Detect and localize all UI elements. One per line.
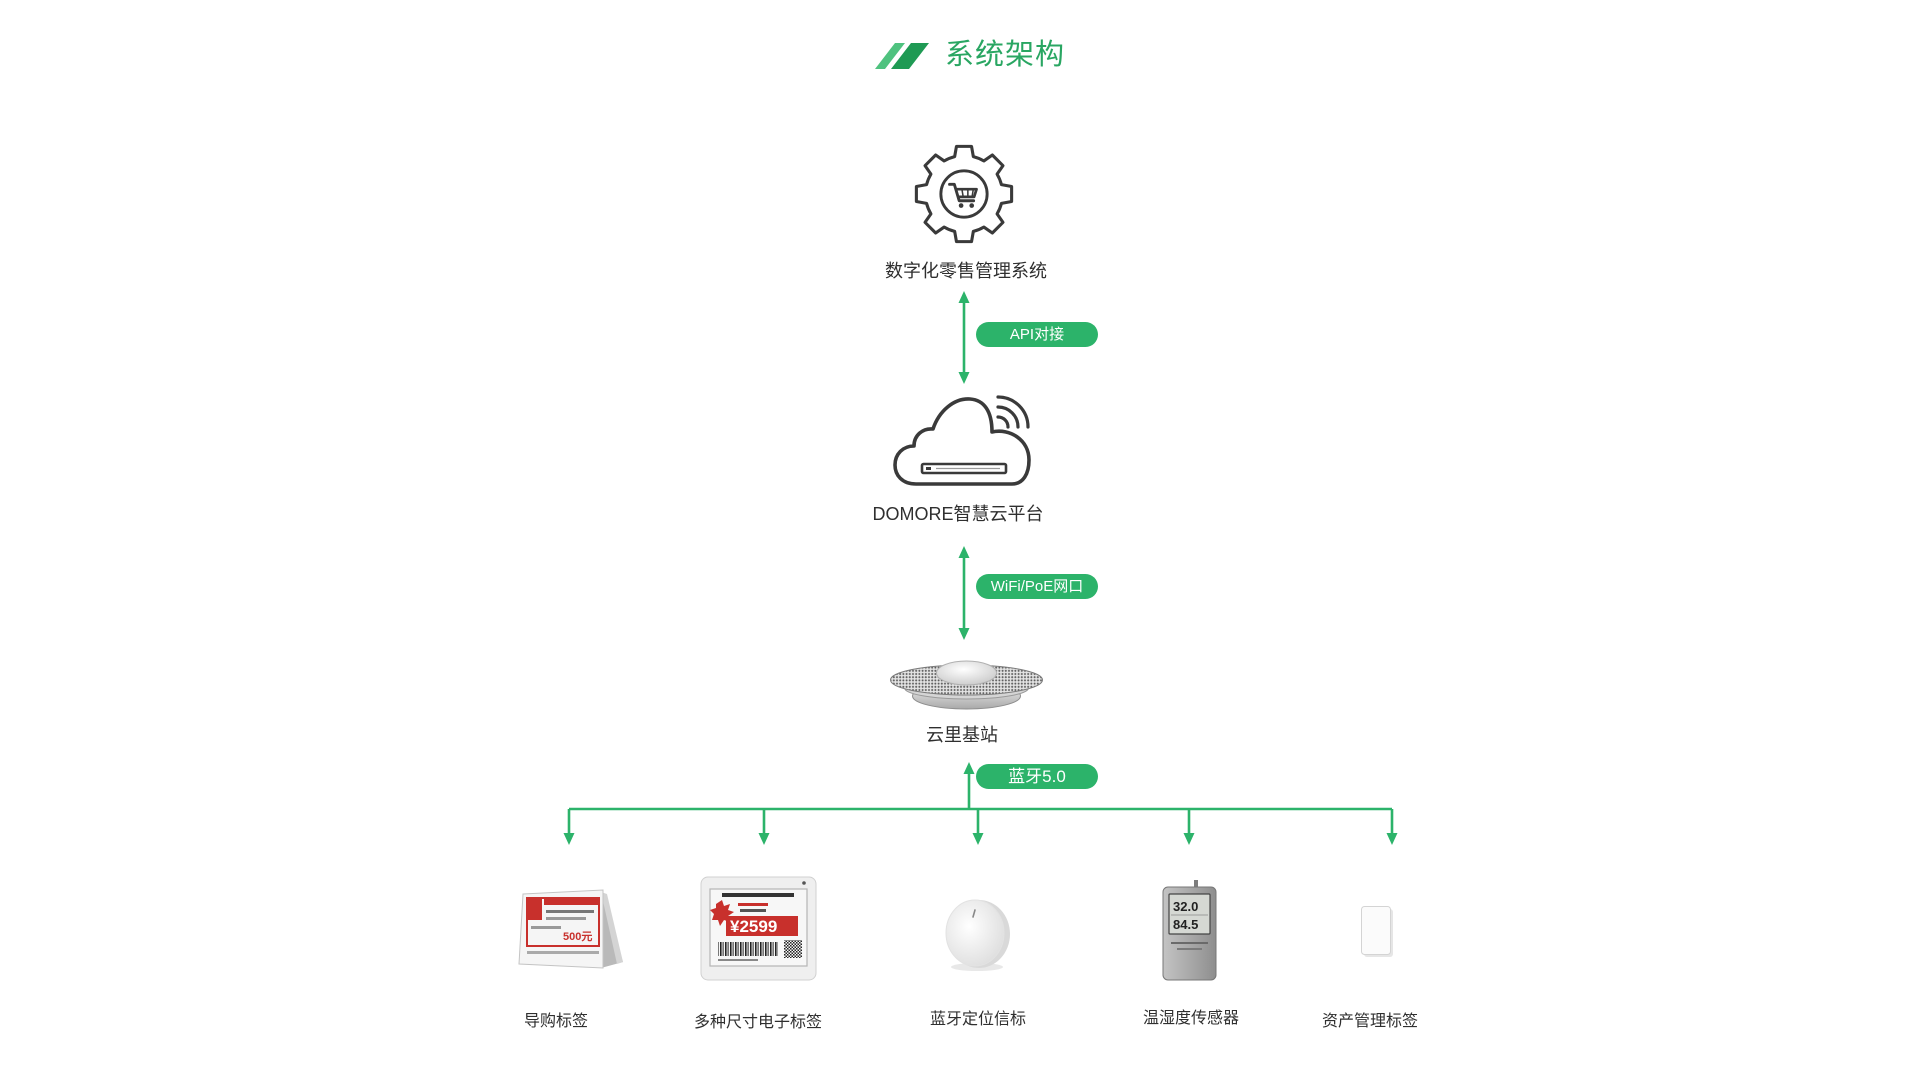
wifi-arc-small [996,415,1010,429]
label-led [802,881,806,885]
drop-head-4 [1386,833,1398,845]
wifi-signal-icon [996,395,1030,429]
qr-code [784,940,802,958]
screen-text-line [738,903,768,906]
cart-wheel-left [958,203,964,208]
e-paper-label-icon: ¥2599 [700,876,817,981]
sensor-reading-temperature: 32.0 [1173,899,1198,914]
base-station-icon [890,660,1043,710]
cloud-server-icon [893,395,1031,486]
card-footer-line [527,951,599,954]
barcode [718,942,778,956]
card-text-line [531,926,561,929]
node-label-system: 数字化零售管理系统 [885,261,1047,281]
arrow-cloud-gateway [958,546,970,640]
card-text-line [546,917,586,920]
arrow-head-down [958,372,970,384]
drop-head-0 [563,833,575,845]
arrow-head-down [958,628,970,640]
arrow-head-up [958,291,970,303]
gear-cart-icon [914,144,1014,244]
link-badge-api: API对接 [976,322,1098,347]
device-bus [563,807,1398,845]
shopping-cart-icon [948,182,978,208]
card-edge [601,892,623,964]
arrow-head-up [963,762,975,774]
device-label-asset-tag: 资产管理标签 [1321,1013,1418,1030]
gear-inner-ring [939,169,989,219]
node-label-gateway: 云里基站 [926,725,998,745]
thermo-hygrometer-icon: 32.0 84.5 [1162,880,1217,981]
card-corner-block [527,898,542,920]
device-label-e-paper-tag: 多种尺寸电子标签 [693,1014,822,1031]
wifi-arc-medium [996,405,1020,429]
tent-card-label-icon: 500元 [518,889,623,969]
server-slot [920,462,1008,475]
drop-head-2 [972,833,984,845]
screen-title-line [722,893,794,897]
logo-stripe-light [875,43,905,69]
cart-handle [948,182,976,203]
station-dome [936,660,997,686]
card-price: 500元 [563,930,592,943]
wifi-arc-large [996,395,1030,429]
card-header-bar [544,898,599,905]
cart-wheel-right [969,203,975,208]
arrow-head-up [958,546,970,558]
arrow-devices-gateway [963,762,975,809]
link-badge-wifi-poe: WiFi/PoE网口 [976,574,1098,599]
server-led [926,467,931,470]
device-label-beacon: 蓝牙定位信标 [929,1011,1026,1028]
page-title: 系统架构 [945,39,1066,71]
card-text-line [546,910,594,913]
logo-stripe-dark [891,43,929,69]
asset-tag-icon [1361,906,1393,957]
beacon-notch [972,909,976,918]
sensor-antenna [1194,880,1198,889]
tag-body [1361,906,1391,955]
device-label-guide-tag: 导购标签 [523,1013,588,1030]
screen-text-line [740,909,766,912]
sensor-screen [1168,893,1211,935]
sensor-body-line [1177,948,1202,950]
price-banner [726,916,798,936]
cart-stripes [961,190,974,197]
label-price: ¥2599 [730,917,777,936]
screen-footer-line [718,959,758,961]
drop-head-1 [758,833,770,845]
gear-outline [914,144,1014,244]
node-label-cloud: DOMORE智慧云平台 [872,504,1044,524]
brand-logo-icon [875,43,929,69]
cart-basket [955,187,978,199]
arrow-system-cloud [958,291,970,384]
drop-head-3 [1183,833,1195,845]
sensor-reading-humidity: 84.5 [1173,917,1198,932]
header: 系统架构 [873,35,1093,75]
bluetooth-beacon-icon [945,899,1010,971]
link-badge-bluetooth: 蓝牙5.0 [976,764,1098,789]
beacon-face [945,899,1005,967]
device-label-sensor: 温湿度传感器 [1142,1010,1239,1027]
sensor-body-line [1171,942,1208,944]
